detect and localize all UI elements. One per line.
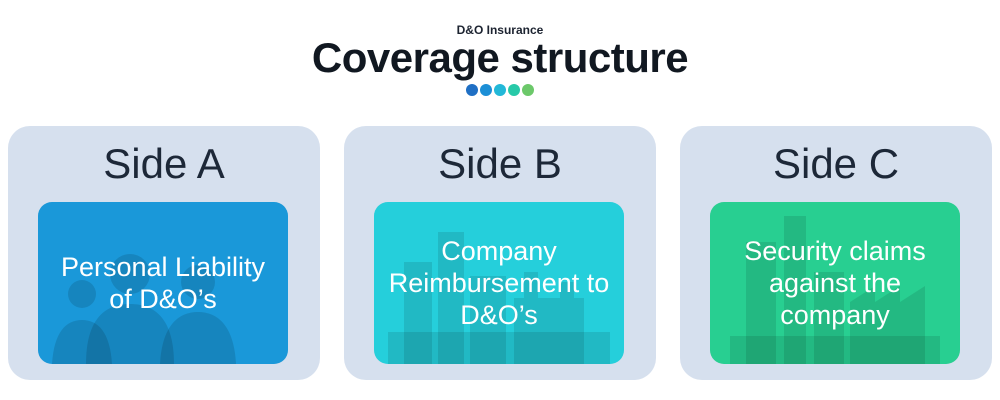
dot-5 xyxy=(522,84,534,96)
side-a-description: Personal Liability of D&O’s xyxy=(60,252,266,314)
page-title: Coverage structure xyxy=(311,34,689,81)
dot-4 xyxy=(508,84,520,96)
people-icon xyxy=(38,202,288,364)
side-c-card: Security claims against the company xyxy=(710,202,960,364)
city-buildings-icon xyxy=(374,202,624,364)
side-b-card: Company Reimbursement to D&O’s xyxy=(374,202,624,364)
dot-2 xyxy=(480,84,492,96)
side-c-description: Security claims against the company xyxy=(744,236,926,330)
dot-1 xyxy=(466,84,478,96)
decorative-dots xyxy=(466,84,536,98)
side-b-title: Side B xyxy=(438,140,562,187)
side-c-title: Side C xyxy=(772,140,900,187)
side-b-description: Company Reimbursement to D&O’s xyxy=(388,236,610,330)
side-a-panel: Side A Personal Liability of D&O’s xyxy=(8,126,320,380)
side-c-panel: Side C Security claims against the compa… xyxy=(680,126,992,380)
side-a-card: Personal Liability of D&O’s xyxy=(38,202,288,364)
side-a-title: Side A xyxy=(103,140,225,187)
side-b-panel: Side B Company Reimbursement to D&O’s xyxy=(344,126,656,380)
eyebrow-label: D&O Insurance xyxy=(456,23,544,37)
dot-3 xyxy=(494,84,506,96)
factory-buildings-icon xyxy=(710,202,960,364)
